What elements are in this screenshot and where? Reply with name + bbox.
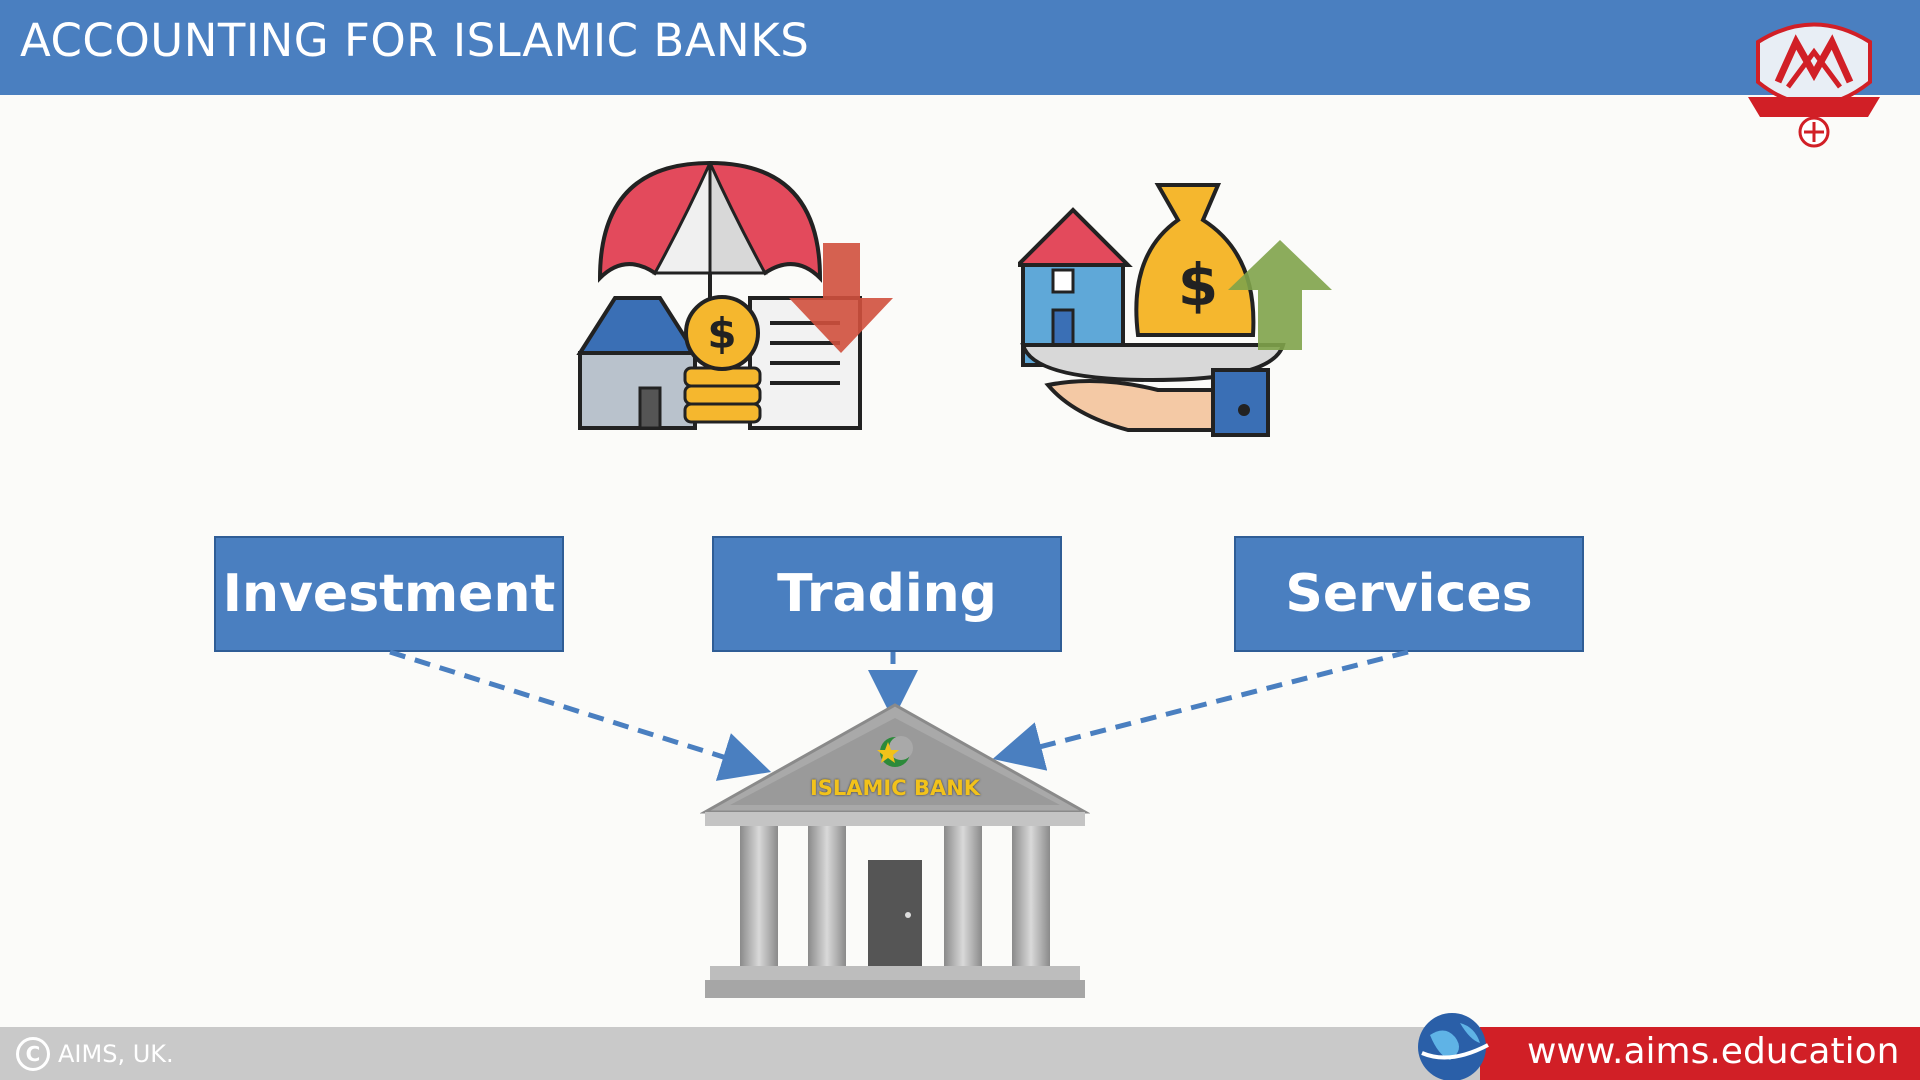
trading-box: Trading bbox=[712, 536, 1062, 652]
investment-growth-icon: $ bbox=[1018, 183, 1332, 437]
website-url[interactable]: www.aims.education bbox=[1527, 1031, 1900, 1072]
insurance-icon: $ bbox=[576, 160, 893, 430]
copyright: C AIMS, UK. bbox=[16, 1036, 174, 1072]
arrow-investment bbox=[389, 649, 772, 781]
page-title: ACCOUNTING FOR ISLAMIC BANKS bbox=[20, 14, 810, 67]
copyright-text: AIMS, UK. bbox=[58, 1040, 174, 1068]
aims-logo bbox=[1748, 22, 1880, 148]
bank-building-icon bbox=[700, 703, 1090, 998]
url-bar bbox=[1480, 1027, 1920, 1080]
investment-box: Investment bbox=[214, 536, 564, 652]
arrow-services bbox=[992, 649, 1409, 771]
header-bar: ACCOUNTING FOR ISLAMIC BANKS bbox=[0, 0, 1920, 95]
svg-text:$: $ bbox=[1178, 251, 1218, 319]
svg-text:$: $ bbox=[707, 309, 736, 358]
copyright-icon: C bbox=[16, 1037, 50, 1071]
globe-icon bbox=[1418, 1013, 1489, 1080]
bank-label: ISLAMIC BANK bbox=[809, 776, 981, 800]
services-box: Services bbox=[1234, 536, 1584, 652]
